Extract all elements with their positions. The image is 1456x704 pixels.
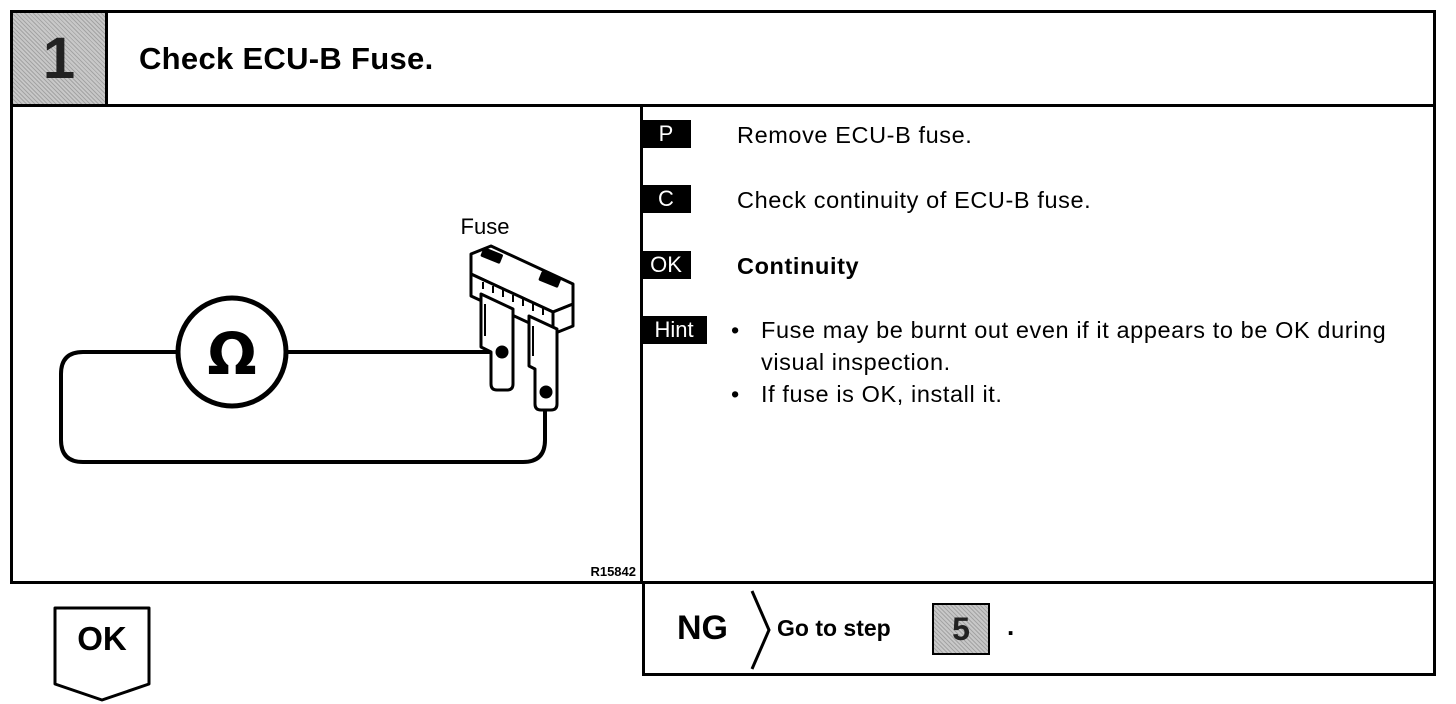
hint-item: Fuse may be burnt out even if it appears… bbox=[717, 314, 1407, 378]
go-to-step-suffix: . bbox=[1007, 611, 1015, 641]
prepare-row: P Remove ECU-B fuse. bbox=[641, 120, 972, 150]
prepare-text: Remove ECU-B fuse. bbox=[737, 122, 973, 148]
check-tag: C bbox=[641, 185, 691, 213]
ok-result-label: OK bbox=[77, 620, 127, 657]
ok-criteria-row: OK Continuity bbox=[641, 251, 859, 281]
check-row: C Check continuity of ECU-B fuse. bbox=[641, 185, 1091, 215]
step-number-badge: 1 bbox=[13, 13, 108, 104]
procedure-frame: 1 Check ECU-B Fuse. Ω Fuse bbox=[10, 10, 1436, 584]
fuse-illustration: Ω Fuse R15842 bbox=[13, 104, 643, 581]
check-text: Check continuity of ECU-B fuse. bbox=[737, 187, 1092, 213]
ohm-symbol: Ω bbox=[207, 320, 256, 388]
ng-result-box: NG Go to step 5 . bbox=[642, 583, 1436, 676]
hint-item: If fuse is OK, install it. bbox=[717, 378, 1407, 410]
hint-list: Fuse may be burnt out even if it appears… bbox=[717, 314, 1407, 410]
continuity-test-diagram: Ω Fuse bbox=[59, 214, 575, 464]
ohmmeter-icon: Ω bbox=[175, 295, 289, 409]
ok-tag: OK bbox=[641, 251, 691, 279]
fuse-label: Fuse bbox=[461, 214, 510, 239]
go-to-step-text: Go to step bbox=[777, 615, 891, 641]
chevron-right-icon bbox=[750, 590, 771, 670]
test-lead-wire bbox=[59, 350, 547, 464]
ok-criteria-text: Continuity bbox=[737, 253, 860, 279]
prepare-tag: P bbox=[641, 120, 691, 148]
hint-tag: Hint bbox=[641, 316, 707, 344]
blade-fuse-icon bbox=[469, 244, 575, 412]
step-header: 1 Check ECU-B Fuse. bbox=[13, 13, 1433, 107]
hint-row: Hint Fuse may be burnt out even if it ap… bbox=[641, 314, 1407, 410]
step-title: Check ECU-B Fuse. bbox=[139, 41, 434, 76]
ok-result-box bbox=[53, 606, 151, 702]
go-to-step-link[interactable]: 5 bbox=[932, 603, 990, 655]
ng-result-label: NG bbox=[677, 609, 728, 647]
figure-code: R15842 bbox=[590, 564, 636, 579]
